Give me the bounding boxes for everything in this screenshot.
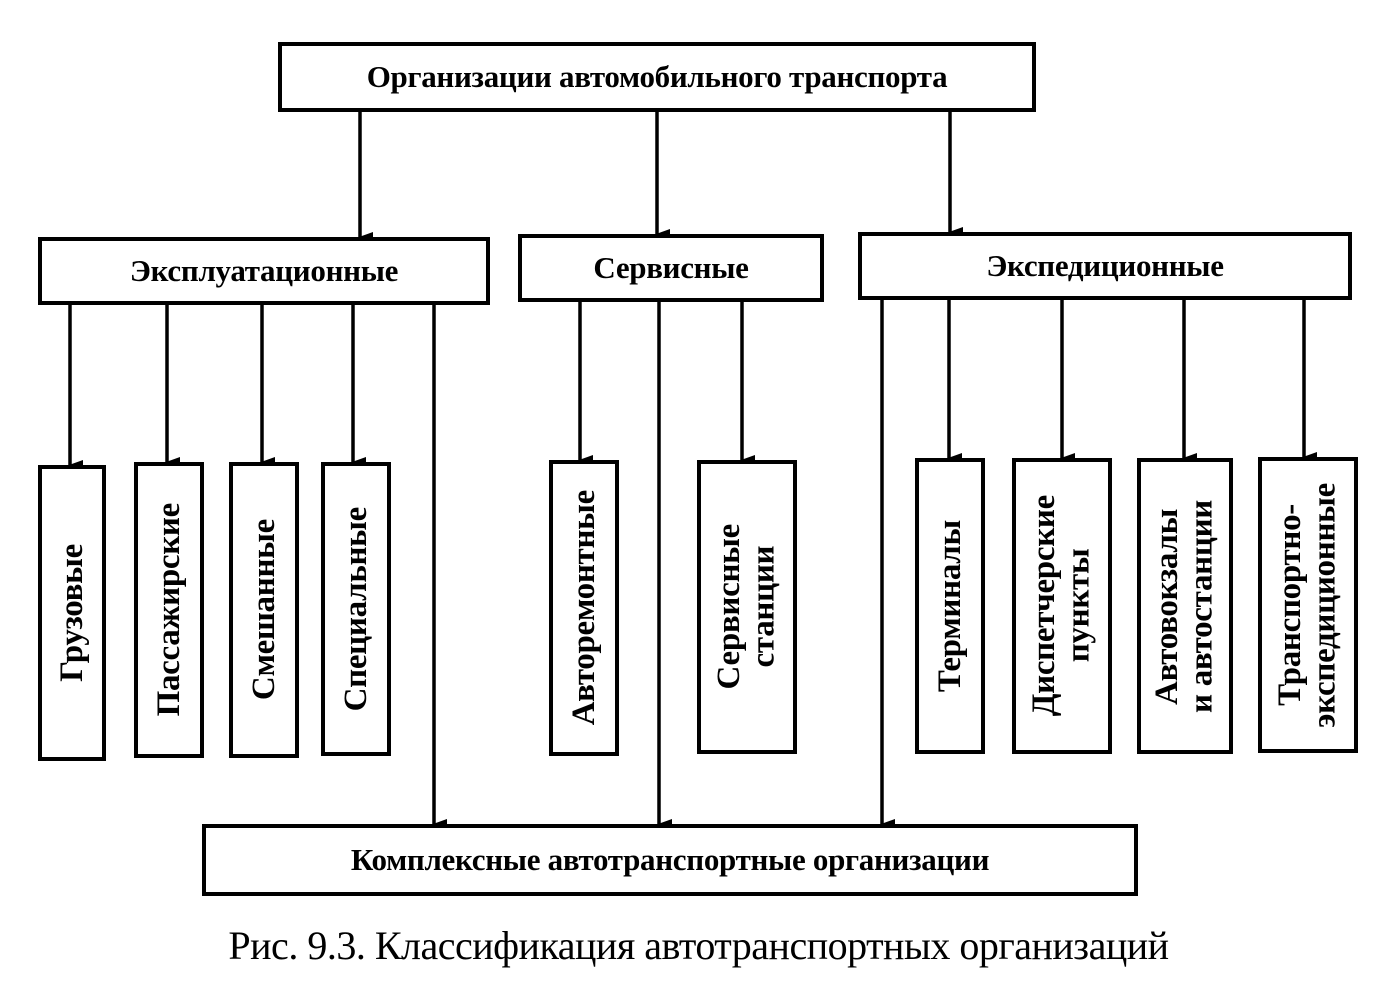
complex-node: Комплексные автотранспортные организации [202, 824, 1138, 896]
root-node-label: Организации автомобильного транспорта [366, 59, 948, 94]
root-node: Организации автомобильного транспорта [278, 42, 1036, 112]
category-label: Эксплуатационные [129, 253, 399, 288]
leaf-node-mixed: Смешанные [229, 462, 299, 758]
leaf-node-terminals: Терминалы [915, 458, 985, 754]
category-label: Сервисные [593, 250, 749, 285]
category-node-expedition: Экспедиционные [858, 232, 1352, 300]
leaf-node-bus-stations: Автовокзалы и автостанции [1137, 458, 1233, 754]
leaf-label: Грузовые [53, 544, 90, 682]
leaf-node-dispatch: Диспетчерские пункты [1012, 458, 1112, 754]
category-node-exploitation: Эксплуатационные [38, 237, 490, 305]
leaf-label: Автовокзалы и автостанции [1149, 499, 1220, 713]
leaf-label: Транспортно- экспедиционные [1272, 482, 1343, 728]
leaf-label: Диспетчерские пункты [1026, 495, 1097, 717]
leaf-node-cargo: Грузовые [38, 465, 106, 761]
complex-node-label: Комплексные автотранспортные организации [350, 842, 990, 877]
leaf-label: Авторемонтные [565, 490, 602, 726]
leaf-node-special: Специальные [321, 462, 391, 756]
leaf-node-passenger: Пассажирские [134, 462, 204, 758]
leaf-label: Сервисные станции [711, 524, 782, 690]
leaf-node-service-stations: Сервисные станции [697, 460, 797, 754]
leaf-label: Терминалы [931, 519, 968, 693]
leaf-label: Смешанные [245, 519, 282, 701]
category-node-service: Сервисные [518, 234, 824, 302]
figure-caption: Рис. 9.3. Классификация автотранспортных… [228, 923, 1169, 968]
leaf-node-repair: Авторемонтные [549, 460, 619, 756]
leaf-node-forwarding: Транспортно- экспедиционные [1258, 457, 1358, 753]
category-label: Экспедиционные [986, 248, 1224, 283]
leaf-label: Специальные [337, 506, 374, 712]
leaf-label: Пассажирские [150, 503, 187, 717]
